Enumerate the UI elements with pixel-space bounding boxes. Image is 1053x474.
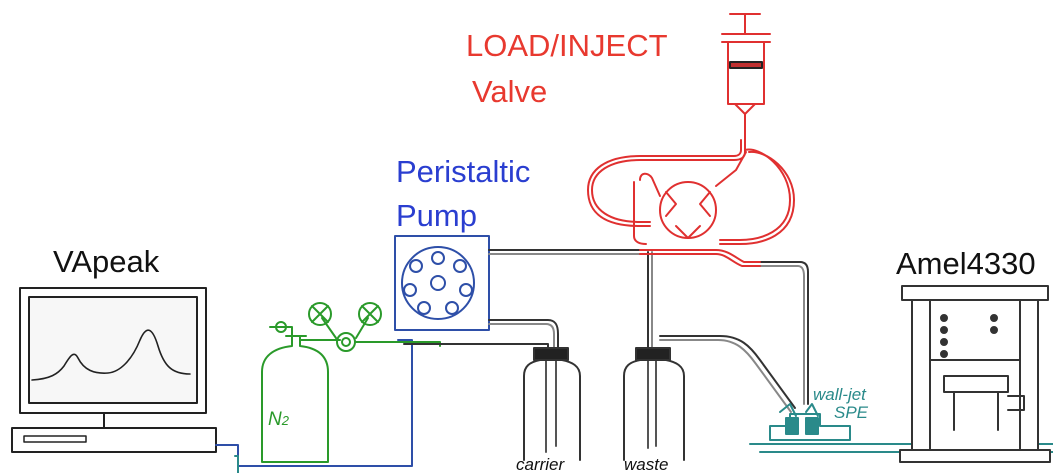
- waste-label: waste: [624, 455, 669, 474]
- waste-bottle-icon: [623, 347, 685, 461]
- computer-label: VApeak: [53, 244, 160, 279]
- injection-valve-icon: [587, 139, 795, 267]
- peristaltic-pump-icon: [394, 235, 490, 331]
- n2-symbol: N: [268, 409, 282, 430]
- n2-label: N2: [268, 410, 289, 429]
- computer-monitor-icon: [11, 287, 217, 453]
- carrier-label: carrier: [516, 455, 565, 474]
- carrier-bottle-icon: [523, 347, 581, 461]
- voltammogram-trace: [31, 329, 191, 381]
- blue-wiring: [215, 339, 413, 467]
- pump-title-line1: Peristaltic: [396, 154, 531, 189]
- fluid-tubing: [403, 249, 809, 453]
- valve-title-line2: Valve: [472, 74, 548, 109]
- n2-subscript: 2: [281, 413, 289, 428]
- wall-jet-label-line1: wall-jet: [813, 385, 866, 404]
- potentiostat-label: Amel4330: [896, 246, 1036, 281]
- potentiostat-icon: [899, 285, 1051, 463]
- syringe-icon: [721, 13, 771, 141]
- valve-title-line1: LOAD/INJECT: [466, 28, 668, 63]
- pump-title-line2: Pump: [396, 198, 477, 233]
- wall-jet-label-line2: SPE: [834, 403, 869, 422]
